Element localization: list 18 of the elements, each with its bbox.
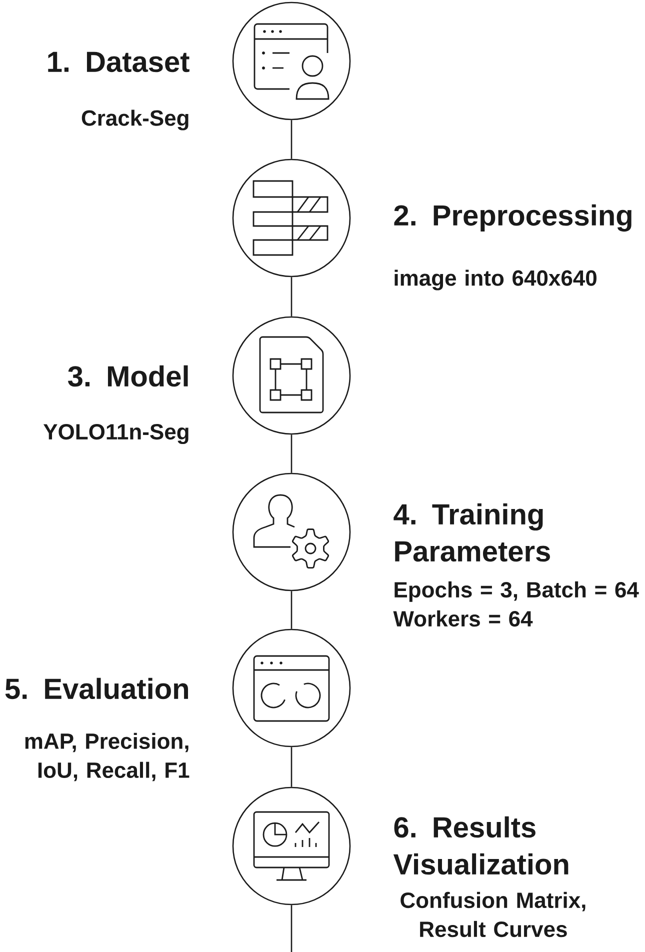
step-title: 1. Dataset (48, 52, 190, 72)
step-description: Epochs = 3, Batch = 64 Workers = 64 (393, 581, 639, 627)
step-description: Crack-Seg (82, 110, 188, 130)
step-title: 4. Training Parameters (394, 503, 550, 562)
step-description: Confusion Matrix, Result Curves (400, 892, 586, 938)
connector-line (290, 747, 292, 787)
connector-line (290, 120, 292, 159)
step-title: 3. Model (68, 365, 188, 387)
connector-line (290, 277, 292, 316)
step-description: mAP, Precision, IoU, Recall, F1 (25, 732, 190, 782)
connector-line (290, 591, 292, 629)
step-title: 6. Results Visualization (393, 816, 568, 875)
connector-line (290, 905, 292, 952)
step-title: 2. Preprocessing (394, 204, 632, 232)
step-title: 5. Evaluation (5, 678, 188, 700)
connector-line (290, 434, 292, 473)
step-description: YOLO11n-Seg (43, 424, 188, 444)
step-description: image into 640x640 (394, 270, 596, 290)
